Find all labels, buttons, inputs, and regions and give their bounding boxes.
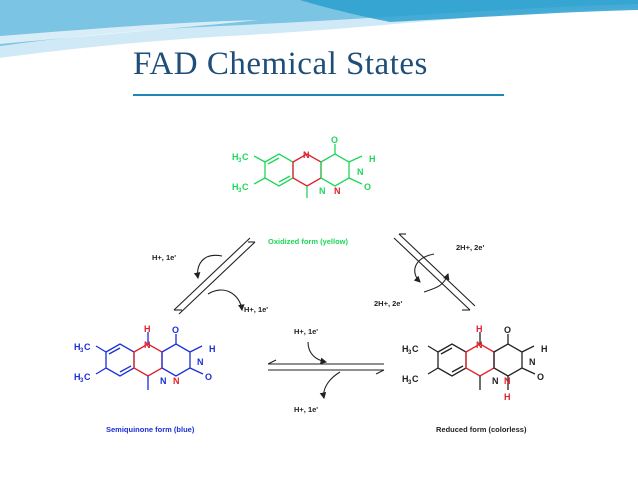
reduced-label: Reduced form (colorless) — [436, 425, 527, 434]
semi-methyl-1-h: H — [74, 342, 81, 352]
semi-n5: N — [144, 340, 151, 350]
red-h5: H — [476, 324, 483, 334]
ox-methyl-1-c: C — [242, 152, 249, 162]
semi-n1: N — [173, 376, 180, 386]
semi-n3: N — [197, 357, 204, 367]
reduced-atoms: H N H 3 C H 3 C O N H O N H N Reduced fo… — [402, 324, 548, 434]
reduced-structure — [427, 332, 536, 390]
header-swoosh — [0, 0, 638, 58]
semi-o2: O — [205, 372, 212, 382]
semi-h3: H — [209, 344, 216, 354]
semi-n10: N — [160, 376, 167, 386]
semiquinone-label: Semiquinone form (blue) — [106, 425, 195, 434]
semi-methyl-1-c: C — [84, 342, 91, 352]
ox-methyl-1-sub: 3 — [238, 158, 242, 164]
ox-n3: N — [357, 167, 364, 177]
ox-methyl-2-sub: 3 — [238, 188, 242, 194]
ox-methyl-1-h: H — [232, 152, 239, 162]
red-methyl-2-c: C — [412, 374, 419, 384]
semi-methyl-2-sub: 3 — [80, 378, 84, 384]
fad-diagram-svg: H 3 C H 3 C N O N H O N N Oxidized form … — [74, 135, 548, 434]
red-methyl-1-sub: 3 — [408, 350, 412, 356]
red-methyl-2-sub: 3 — [408, 380, 412, 386]
red-h3: H — [541, 344, 548, 354]
red-n1: N — [504, 376, 511, 386]
red-o2: O — [537, 372, 544, 382]
semi-methyl-1-sub: 3 — [80, 348, 84, 354]
semi-o4: O — [172, 325, 179, 335]
red-methyl-2-h: H — [402, 374, 409, 384]
red-to-ox-label: 2H+, 2e' — [374, 299, 402, 308]
ox-to-semi-label: H+, 1e' — [152, 253, 176, 262]
ox-methyl-2-c: C — [242, 182, 249, 192]
red-o4: O — [504, 325, 511, 335]
semi-to-red-label: H+, 1e' — [294, 327, 318, 336]
oxidized-structure — [253, 144, 363, 198]
semiquinone-atoms: H N H 3 C H 3 C O N H O N N Semiquinone … — [74, 324, 216, 434]
ox-to-red-label: 2H+, 2e' — [456, 243, 484, 252]
title-underline — [133, 94, 504, 96]
fad-states-diagram: H 3 C H 3 C N O N H O N N Oxidized form … — [72, 134, 566, 440]
ox-o2: O — [364, 182, 371, 192]
oxidized-atoms: H 3 C H 3 C N O N H O N N Oxidized form … — [232, 135, 376, 246]
ox-n10: N — [319, 186, 326, 196]
ox-methyl-2-h: H — [232, 182, 239, 192]
semi-red-equilibrium-arrow — [267, 341, 385, 400]
semi-methyl-2-c: C — [84, 372, 91, 382]
semiquinone-structure — [95, 332, 204, 390]
red-n3: N — [529, 357, 536, 367]
ox-n1: N — [334, 186, 341, 196]
ox-o4: O — [331, 135, 338, 145]
slide-title: FAD Chemical States — [133, 46, 428, 82]
ox-semi-equilibrium-arrow — [173, 237, 256, 315]
red-methyl-1-h: H — [402, 344, 409, 354]
red-methyl-1-c: C — [412, 344, 419, 354]
red-to-semi-label: H+, 1e' — [294, 405, 318, 414]
ox-n5: N — [303, 150, 310, 160]
red-n10: N — [492, 376, 499, 386]
oxidized-label: Oxidized form (yellow) — [268, 237, 349, 246]
ox-h3: H — [369, 154, 376, 164]
semi-to-ox-label: H+, 1e' — [244, 305, 268, 314]
red-n5: N — [476, 340, 483, 350]
ox-red-equilibrium-arrow — [393, 233, 476, 311]
semi-methyl-2-h: H — [74, 372, 81, 382]
semi-h5: H — [144, 324, 151, 334]
red-h1: H — [504, 392, 511, 402]
